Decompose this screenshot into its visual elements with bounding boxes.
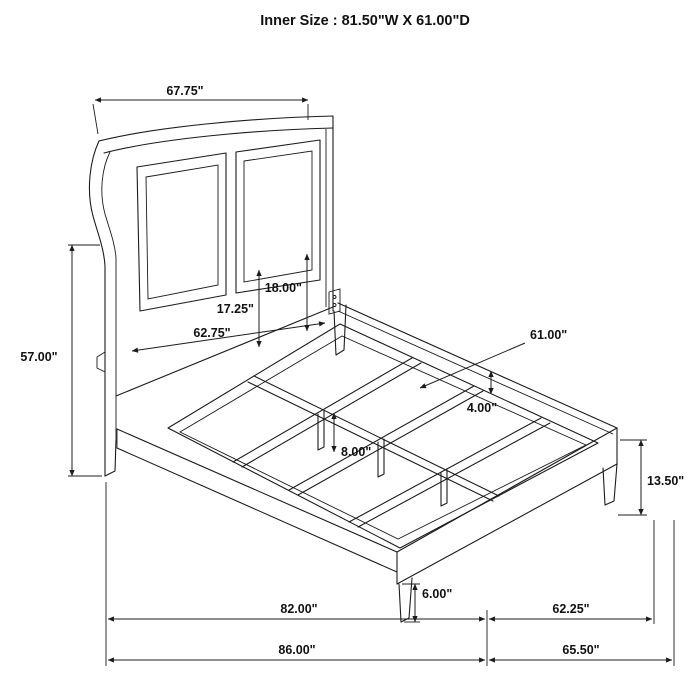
near-rail-top-edge [116,428,398,553]
headboard-left-post-foot [104,439,117,477]
near-rail-bottom-edge [116,447,398,573]
label-rail-ledge: 4.00" [467,401,497,415]
bracket-pin-bottom [332,303,337,307]
far-rail-top-edge [337,302,618,429]
label-overall-length: 86.00" [278,643,315,657]
leader-inner-depth [419,342,526,389]
panel-right-inner [243,150,313,283]
footboard-far-leg [602,463,618,506]
headboard [88,115,347,477]
label-footboard-width: 62.25" [552,602,589,616]
bed-drawing [88,115,618,623]
label-headboard-width: 67.75" [166,84,203,98]
label-overall-width: 65.50" [562,643,599,657]
label-support-leg: 8.00" [341,445,371,459]
slat-3 [348,417,551,528]
labels: Inner Size : 81.50"W X 61.00"D 67.75" 57… [20,13,684,657]
footboard-top-edge [396,427,618,553]
center-rail [247,375,500,502]
headboard-left-sleigh-curve [88,140,106,477]
headboard-left-notch [96,351,106,373]
slats-and-center-rail [232,357,551,528]
slat-1-leg [317,410,325,451]
panel-right-outer [235,139,321,294]
rail-bracket [328,288,341,315]
label-panel-inner-height: 17.25" [217,302,254,316]
label-headboard-height: 57.00" [20,350,57,364]
headboard-top-edge [98,115,334,142]
diagram-title: Inner Size : 81.50"W X 61.00"D [260,13,470,29]
far-rail-inner-edge [337,310,614,435]
label-rail-length: 82.00" [280,602,317,616]
bracket-pin-top [332,295,337,299]
footboard-bottom-edge [396,463,618,585]
ext-top-left [92,103,99,135]
headboard-bottom-edge [115,306,334,397]
label-foot-leg: 6.00" [422,587,452,601]
label-headboard-inner-width: 62.75" [193,326,230,340]
label-inner-depth: 61.00" [530,328,567,342]
panel-left-outer [136,152,227,312]
platform-opening [167,323,599,549]
headboard-right-leg [333,304,347,356]
panel-left-inner [145,164,219,300]
dim-headboard-inner-width [131,321,326,353]
headboard-left-inner-curve [101,151,117,440]
bed-frame [116,302,618,623]
label-footboard-height: 13.50" [647,474,684,488]
slat-3-leg [440,469,448,507]
headboard-top-cap [103,127,334,154]
footboard-near-leg [398,577,413,623]
dimension-annotations [68,97,675,666]
slat-2-leg [377,438,385,478]
label-panel-height: 18.00" [265,281,302,295]
slat-1 [232,357,422,468]
